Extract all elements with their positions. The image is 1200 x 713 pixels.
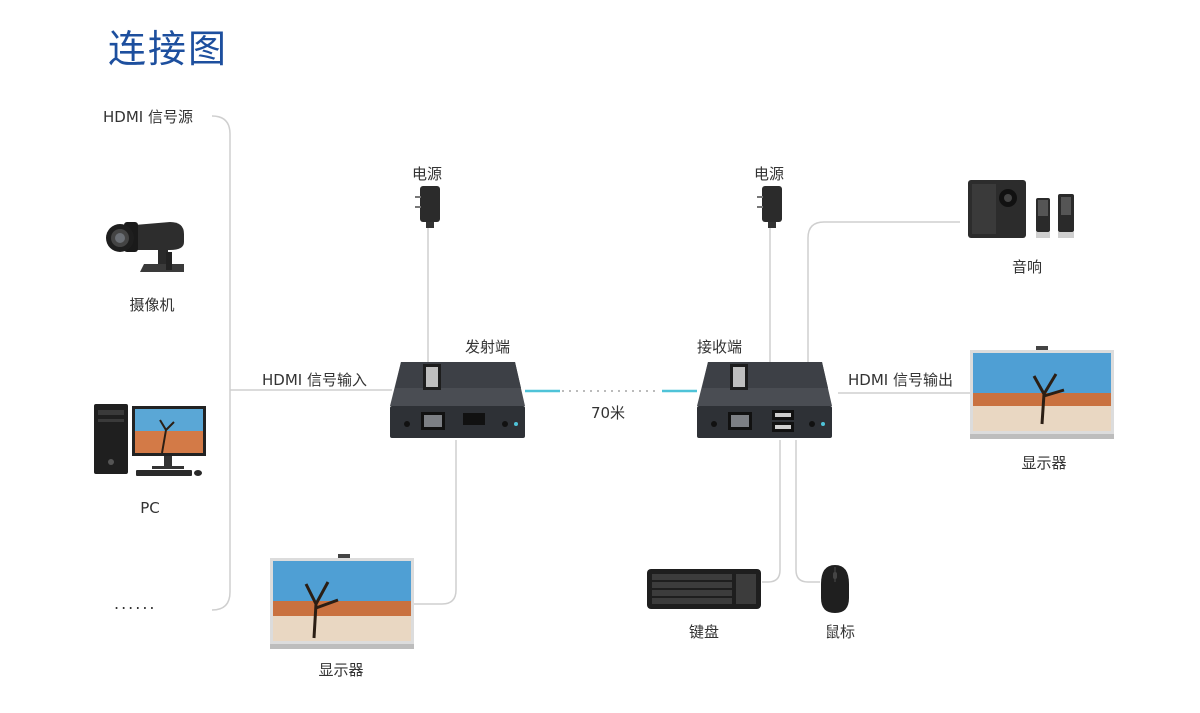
page-title: 连接图: [108, 27, 229, 71]
more-sources-label: ......: [114, 594, 157, 613]
display-right-label: 显示器: [1021, 454, 1067, 472]
keyboard-label: 键盘: [688, 623, 720, 641]
camera-icon: [106, 222, 184, 272]
transmitter-label: 发射端: [465, 338, 511, 356]
receiver-label: 接收端: [697, 338, 743, 356]
mouse-label: 鼠标: [824, 623, 856, 641]
transmitter-device: [390, 362, 525, 438]
power-right-label: 电源: [753, 165, 785, 183]
power-adapter-left-icon: [415, 186, 440, 228]
power-adapter-right-icon: [757, 186, 782, 228]
camera-label: 摄像机: [129, 296, 175, 314]
receiver-device: [697, 362, 832, 438]
mouse-icon: [821, 565, 849, 613]
speaker-label: 音响: [1011, 258, 1043, 276]
distance-label: 70米: [590, 404, 626, 422]
pc-label: PC: [140, 499, 160, 517]
pc-icon: [94, 404, 206, 476]
keyboard-icon: [647, 569, 761, 609]
hdmi-output-label: HDMI 信号输出: [848, 371, 953, 389]
speaker-icon: [968, 180, 1074, 238]
power-left-label: 电源: [411, 165, 443, 183]
hdmi-source-label: HDMI 信号源: [103, 108, 193, 126]
display-left-icon: [270, 554, 414, 649]
hdmi-input-label: HDMI 信号输入: [262, 371, 367, 389]
display-left-label: 显示器: [318, 661, 364, 679]
display-right-icon: [970, 346, 1114, 439]
